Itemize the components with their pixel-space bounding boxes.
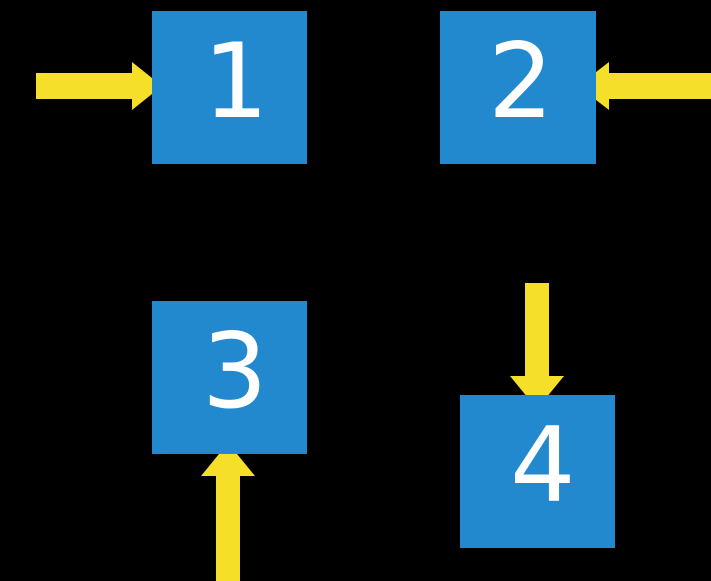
box-4[interactable] bbox=[460, 395, 615, 548]
box-3[interactable] bbox=[152, 301, 307, 454]
arrow-into-box-3[interactable] bbox=[201, 443, 255, 581]
box-2-label: 2 bbox=[488, 22, 554, 142]
arrow-into-box-1[interactable] bbox=[36, 62, 162, 110]
arrow-down-shape bbox=[510, 283, 564, 409]
box-1[interactable] bbox=[152, 11, 307, 164]
box-3-label: 3 bbox=[202, 312, 268, 432]
box-1-label: 1 bbox=[203, 22, 269, 142]
box-4-label: 4 bbox=[510, 406, 576, 526]
arrow-right-shape bbox=[36, 62, 162, 110]
arrow-left-shape bbox=[578, 62, 711, 110]
arrow-into-box-4[interactable] bbox=[510, 283, 564, 409]
arrow-into-box-2[interactable] bbox=[578, 62, 711, 110]
box-2[interactable] bbox=[440, 11, 596, 164]
arrow-up-shape bbox=[201, 443, 255, 581]
